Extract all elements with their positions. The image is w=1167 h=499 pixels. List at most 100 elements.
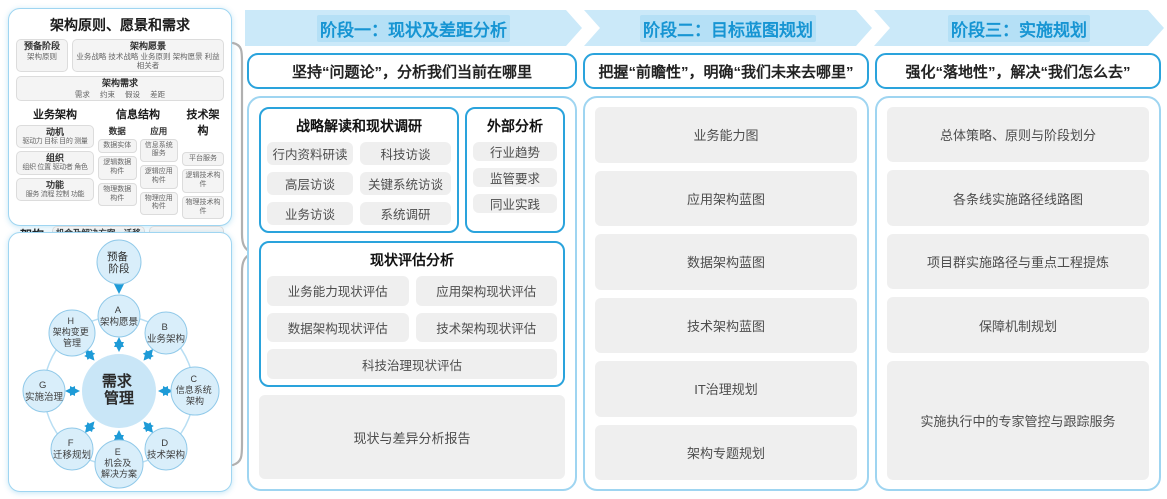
phase2-header-band: 阶段二：目标蓝图规划	[584, 10, 872, 46]
function-box: 功能 服务 流程 控制 功能	[16, 177, 94, 202]
phase3-header-band: 阶段三：实施规划	[874, 10, 1164, 46]
center-f-arrow	[84, 421, 96, 433]
data-entity-box: 数据实体	[98, 138, 137, 154]
cycle-arrows	[65, 284, 173, 445]
node-a	[97, 294, 141, 338]
activity-item: 同业实践	[473, 194, 557, 213]
activity-item: 系统调研	[360, 202, 451, 225]
phase2-subtitle-box: 把握“前瞻性”，明确“我们未来去哪里”	[583, 53, 869, 89]
prep-node-label: 预备 阶段	[107, 250, 131, 275]
logical-data-box: 逻辑数据构件	[98, 156, 137, 180]
deliverable-item: 项目群实施路径与重点工程提炼	[887, 233, 1149, 290]
architecture-requirement-box: 架构需求 需求 约束 假设 差距	[16, 76, 224, 101]
phase3-subtitle-box: 强化“落地性”，解决“我们怎么去”	[875, 53, 1161, 89]
deliverable-item: IT治理规划	[595, 361, 857, 417]
architecture-vision-title: 架构愿景	[129, 41, 166, 51]
physical-data-box: 物理数据构件	[98, 182, 137, 207]
technology-architecture-column: 技术架构 平台服务 逻辑技术构件 物理技术构件	[182, 106, 224, 223]
architecture-vision-box: 架构愿景 业务战略 技术战略 业务原则 架构愿景 利益相关者	[72, 39, 224, 73]
prep-phase-box: 预备阶段 架构原则	[16, 39, 68, 73]
activity-item: 关键系统访谈	[360, 172, 451, 195]
architecture-vision-body: 业务战略 技术战略 业务原则 架构愿景 利益相关者	[76, 52, 220, 71]
deliverable-item: 总体策略、原则与阶段划分	[887, 107, 1149, 163]
framework-panel-title: 架构原则、愿景和需求	[50, 17, 190, 33]
physical-app-box: 物理应用构件	[139, 191, 178, 215]
deliverable-item: 业务能力图	[595, 107, 857, 163]
activity-item: 业务访谈	[267, 202, 353, 225]
node-g-label: G 实施治理	[25, 380, 64, 403]
center-node-label: 需求 管理	[102, 372, 136, 407]
phase2-header-text: 阶段二：目标蓝图规划	[640, 15, 816, 42]
application-subcolumn: 应用 信息系统服务 逻辑应用构件 物理应用构件	[139, 125, 178, 219]
node-e-label: E 机会及 解决方案	[101, 447, 137, 479]
activity-item: 技术架构现状评估	[415, 312, 557, 343]
node-c-label: C 信息系统 架构	[176, 374, 215, 406]
activity-item: 应用架构现状评估	[415, 276, 557, 306]
phase1-content-panel: 战略解读和现状调研 行内资料研读 科技访谈 高层访谈 关键系统访谈 业务访谈 系…	[247, 96, 577, 491]
activity-item: 数据架构现状评估	[267, 312, 409, 343]
organization-body: 组织 位置 驱动者 角色	[22, 164, 88, 172]
deliverable-item: 各条线实施路径线路图	[887, 170, 1149, 226]
phase1-subtitle-text: 坚持“问题论”，分析我们当前在哪里	[291, 63, 532, 81]
activity-item: 高层访谈	[267, 172, 353, 195]
center-h-arrow	[84, 349, 96, 361]
strategy-research-title: 战略解读和现状调研	[296, 118, 422, 134]
logical-tech-box: 逻辑技术构件	[182, 169, 224, 193]
cycle-nodes	[22, 239, 220, 489]
architecture-framework-panel: 架构原则、愿景和需求 预备阶段 架构原则 架构愿景 业务战略 技术战略 业务原则…	[8, 8, 232, 261]
data-subcolumn-title: 数据	[108, 125, 126, 136]
node-a-label: A 架构愿景	[100, 305, 138, 328]
prep-phase-body: 架构原则	[27, 52, 57, 62]
activity-item: 科技治理现状评估	[267, 349, 557, 379]
phase1-header-text: 阶段一：现状及差距分析	[317, 15, 510, 42]
assessment-analysis-box: 现状评估分析 业务能力现状评估 应用架构现状评估 数据架构现状评估 技术架构现状…	[259, 241, 565, 387]
architecture-requirement-title: 架构需求	[101, 78, 138, 89]
node-c	[170, 366, 220, 416]
function-title: 功能	[45, 179, 64, 190]
organization-box: 组织 组织 位置 驱动者 角色	[16, 151, 94, 175]
phase1-header-band: 阶段一：现状及差距分析	[245, 10, 582, 46]
platform-service-box: 平台服务	[182, 151, 224, 167]
business-architecture-column: 业务架构 动机 驱动力 目标 目的 测量 组织 组织 位置 驱动者 角色 功能 …	[16, 106, 94, 223]
phase2-subtitle-text: 把握“前瞻性”，明确“我们未来去哪里”	[598, 63, 854, 81]
architecture-requirement-body: 需求 约束 假设 差距	[74, 89, 166, 99]
function-body: 服务 流程 控制 功能	[25, 191, 85, 199]
deliverable-item: 数据架构蓝图	[595, 234, 857, 290]
cycle-labels: 预备 阶段 A 架构愿景 B 业务架构 C 信息系统 架构 D	[25, 250, 215, 479]
prep-phase-title: 预备阶段	[23, 41, 60, 51]
activity-item: 行内资料研读	[267, 142, 353, 165]
activity-item: 科技访谈	[360, 142, 451, 165]
center-d-arrow	[142, 421, 154, 433]
external-analysis-box: 外部分析 行业趋势 监管要求 同业实践	[465, 107, 565, 233]
node-d-label: D 技术架构	[147, 438, 185, 461]
node-d	[144, 427, 188, 471]
node-h	[48, 309, 96, 357]
information-structure-column: 信息结构 数据 数据实体 逻辑数据构件 物理数据构件 应用 信息系统服务 逻辑应…	[98, 106, 178, 223]
data-subcolumn: 数据 数据实体 逻辑数据构件 物理数据构件	[98, 125, 137, 219]
activity-item: 业务能力现状评估	[267, 276, 409, 306]
prep-phase-node	[96, 239, 142, 285]
node-h-label: H 架构变更 管理	[53, 316, 92, 348]
deliverable-item: 技术架构蓝图	[595, 297, 857, 353]
application-subcolumn-title: 应用	[150, 125, 168, 136]
node-b-label: B 业务架构	[147, 322, 185, 345]
deliverable-item: 保障机制规划	[887, 297, 1149, 353]
strategy-research-box: 战略解读和现状调研 行内资料研读 科技访谈 高层访谈 关键系统访谈 业务访谈 系…	[259, 107, 459, 233]
phase2-content-panel: 业务能力图 应用架构蓝图 数据架构蓝图 技术架构蓝图 IT治理规划 架构专题规划	[583, 96, 869, 491]
physical-tech-box: 物理技术构件	[182, 195, 224, 220]
motivation-box: 动机 驱动力 目标 目的 测量	[16, 124, 94, 149]
adm-cycle-panel: 预备 阶段 A 架构愿景 B 业务架构 C 信息系统 架构 D	[8, 232, 232, 492]
deliverable-item: 架构专题规划	[595, 424, 857, 480]
motivation-title: 动机	[45, 126, 64, 137]
organization-title: 组织	[45, 153, 64, 164]
technology-architecture-title: 技术架构	[186, 108, 220, 137]
external-analysis-title: 外部分析	[487, 118, 543, 134]
node-f	[50, 427, 94, 471]
information-structure-title: 信息结构	[116, 108, 160, 121]
motivation-body: 驱动力 目标 目的 测量	[22, 137, 88, 145]
business-architecture-title: 业务架构	[33, 108, 77, 121]
phase1-subtitle-box: 坚持“问题论”，分析我们当前在哪里	[247, 53, 577, 89]
node-e	[94, 439, 144, 489]
gap-analysis-report-box: 现状与差异分析报告	[259, 395, 565, 479]
